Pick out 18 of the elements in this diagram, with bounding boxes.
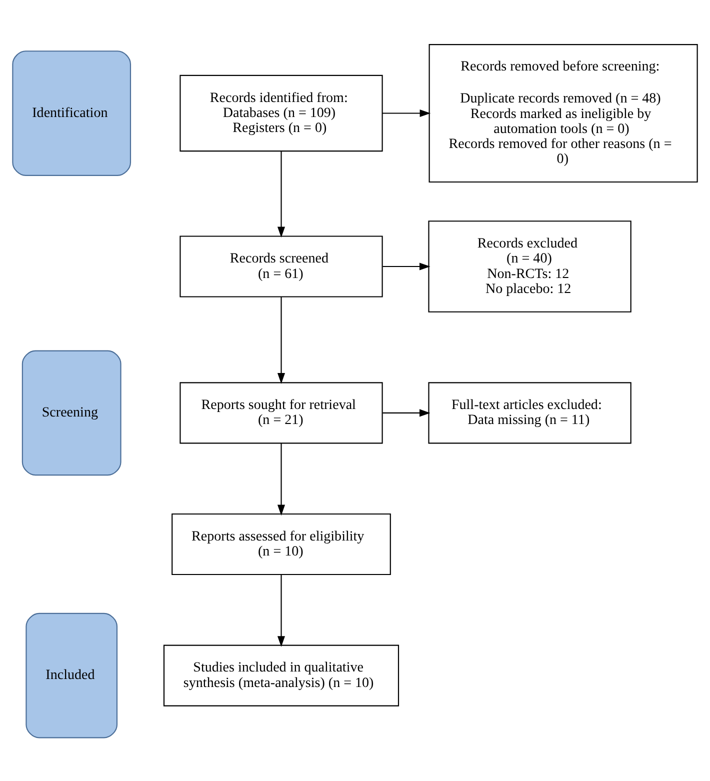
node-box: Identification (12, 50, 132, 176)
node-box: Records screened (n = 61) (180, 235, 383, 297)
arrow (277, 296, 286, 384)
node-box: Records identified from: Databases (n = 109) Registers (n = 0) (180, 74, 383, 152)
arrow (382, 262, 430, 270)
node-box: Included (26, 612, 118, 738)
node-box: Reports sought for retrieval (n = 21) (180, 382, 383, 444)
arrow (382, 408, 430, 416)
node-box: Studies included in qualitative synthesis (meta-analysis) (n = 10) (163, 644, 400, 706)
node-box: Records removed before screening: Duplicate records removed (n = 48) Records marked as ineligible by automation tools (n = 0) Records removed for other reasons (n = 0) (428, 44, 698, 182)
node-box: Full-text articles excluded: Data missing (n = 11) (428, 382, 632, 444)
node-box: Screening (22, 350, 122, 476)
arrow (277, 574, 286, 646)
node-box: Reports assessed for eligibility (n = 10) (172, 512, 391, 575)
arrow (277, 442, 286, 516)
arrow (382, 108, 431, 117)
arrow (277, 150, 286, 238)
node-box: Records excluded (n = 40) Non-RCTs: 12 No placebo: 12 (428, 220, 632, 312)
